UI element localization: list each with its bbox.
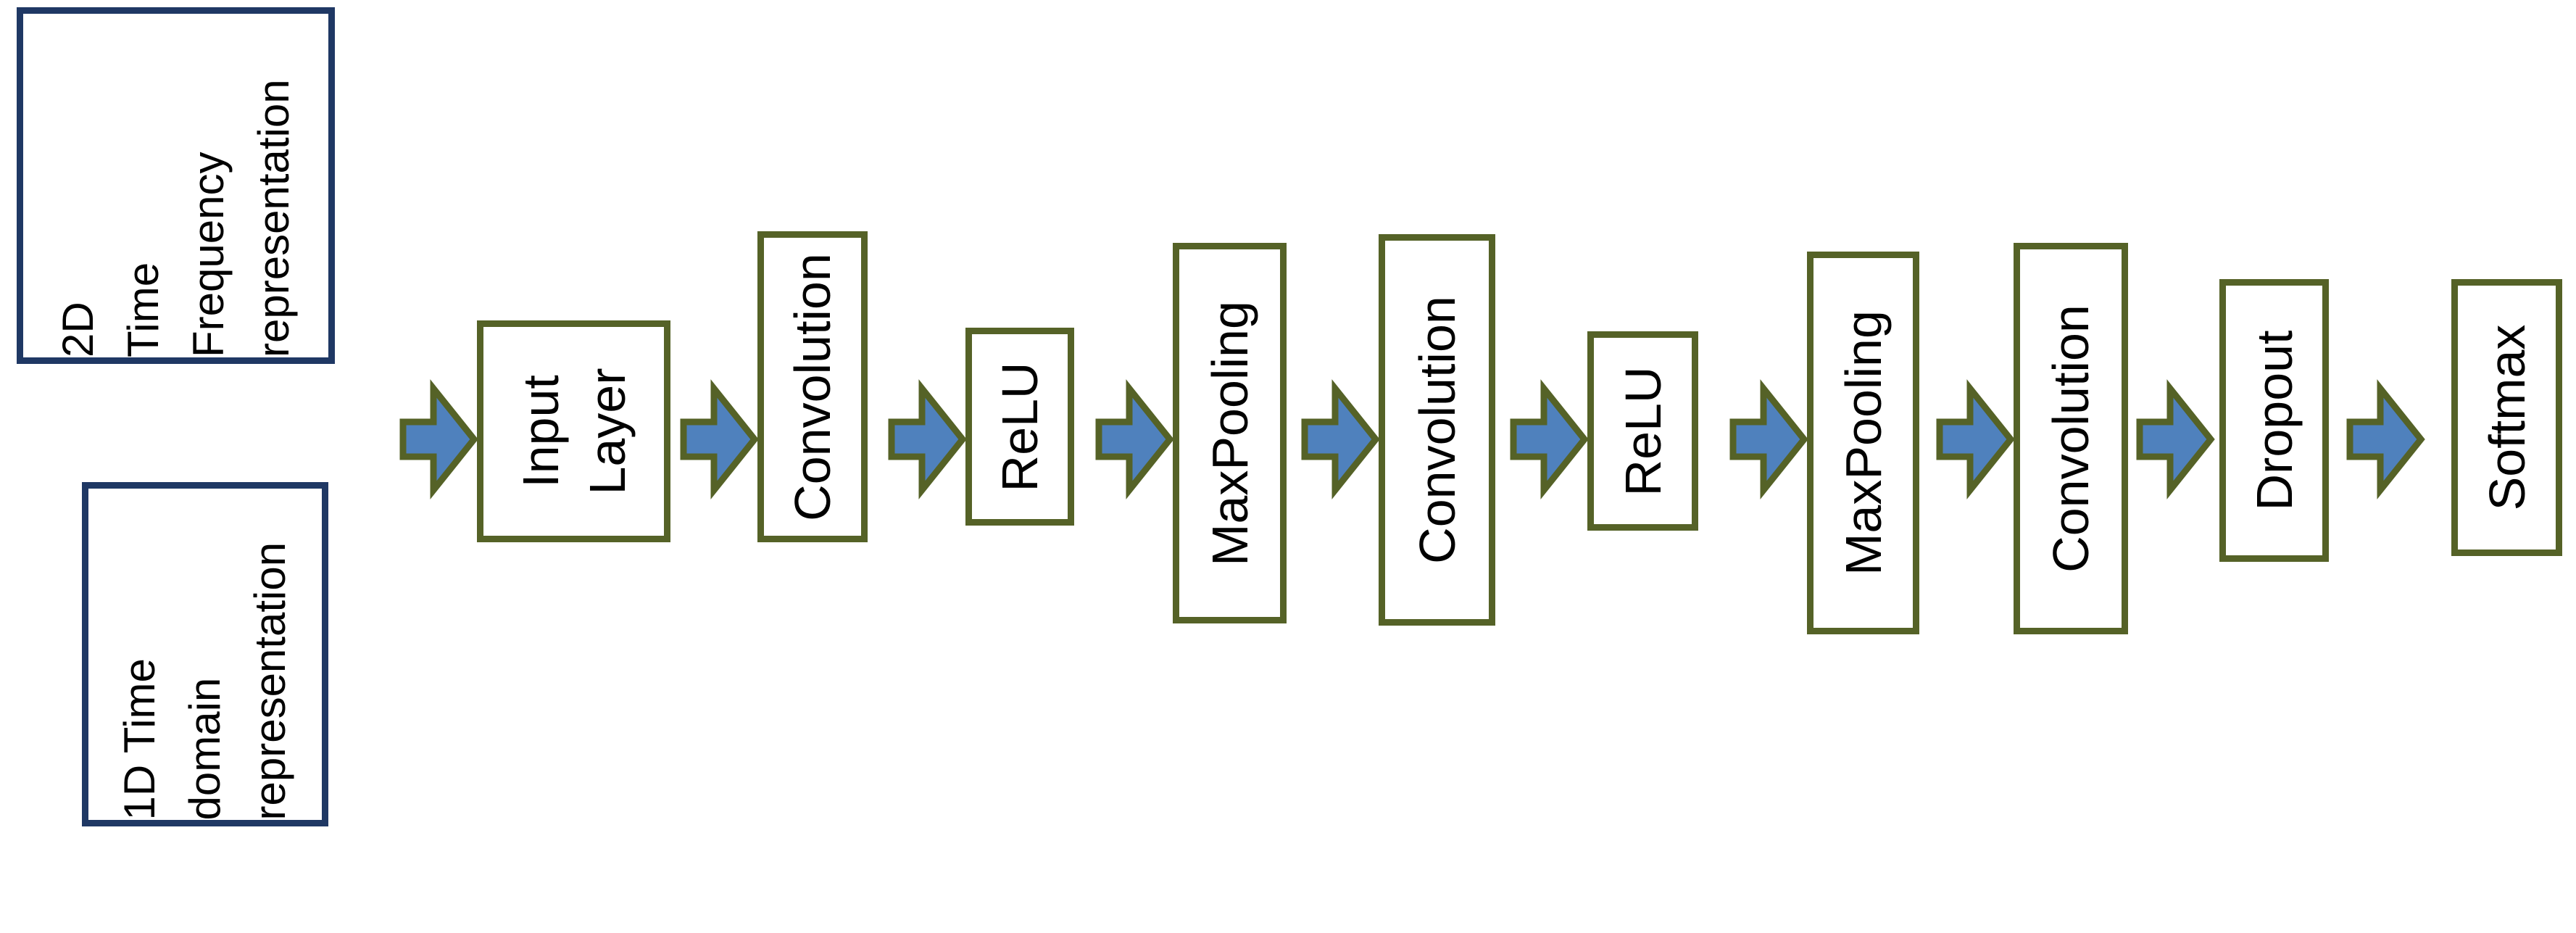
flow-arrow-icon-4 xyxy=(1095,379,1174,499)
stage-box-relu-2: ReLU xyxy=(1587,331,1698,531)
panel-1d-time-domain-label: 1D Time domain representation xyxy=(115,542,294,820)
stage-label-convolution-1: Convolution xyxy=(784,252,841,521)
stage-box-convolution-1: Convolution xyxy=(757,231,868,542)
flow-arrow-icon-3 xyxy=(888,379,967,499)
stage-label-maxpooling-1: MaxPooling xyxy=(1201,300,1258,566)
stage-label-relu-1: ReLU xyxy=(992,362,1048,492)
flow-arrow-icon-9 xyxy=(2136,379,2215,499)
panel-2d-time-frequency: 2D Time Frequency representation xyxy=(17,7,335,364)
stage-label-input-layer: Input Layer xyxy=(512,368,636,495)
flow-arrow-icon-8 xyxy=(1936,379,2015,499)
stage-box-dropout: Dropout xyxy=(2219,279,2329,562)
stage-label-dropout: Dropout xyxy=(2245,330,2303,511)
stage-box-relu-1: ReLU xyxy=(965,328,1074,526)
flow-arrow-icon-5 xyxy=(1301,379,1380,499)
flow-arrow-icon-2 xyxy=(680,379,759,499)
stage-box-maxpooling-1: MaxPooling xyxy=(1173,243,1287,623)
flow-arrow-icon-10 xyxy=(2346,379,2425,499)
stage-label-relu-2: ReLU xyxy=(1614,366,1671,496)
flow-arrow-icon-7 xyxy=(1729,379,1808,499)
stage-box-maxpooling-2: MaxPooling xyxy=(1807,252,1919,634)
stage-label-softmax: Softmax xyxy=(2478,324,2535,511)
stage-label-convolution-2: Convolution xyxy=(1408,296,1466,564)
stage-box-softmax: Softmax xyxy=(2451,279,2562,556)
stage-label-maxpooling-2: MaxPooling xyxy=(1835,310,1892,576)
panel-1d-time-domain: 1D Time domain representation xyxy=(82,482,328,826)
stage-box-convolution-2: Convolution xyxy=(1379,234,1495,626)
stage-box-convolution-3: Convolution xyxy=(2014,243,2128,634)
panel-2d-time-frequency-label: 2D Time Frequency representation xyxy=(53,79,298,357)
flow-arrow-icon-6 xyxy=(1510,379,1589,499)
stage-label-convolution-3: Convolution xyxy=(2043,304,2099,573)
flow-arrow-icon-1 xyxy=(399,379,478,499)
stage-box-input-layer: Input Layer xyxy=(477,320,670,542)
